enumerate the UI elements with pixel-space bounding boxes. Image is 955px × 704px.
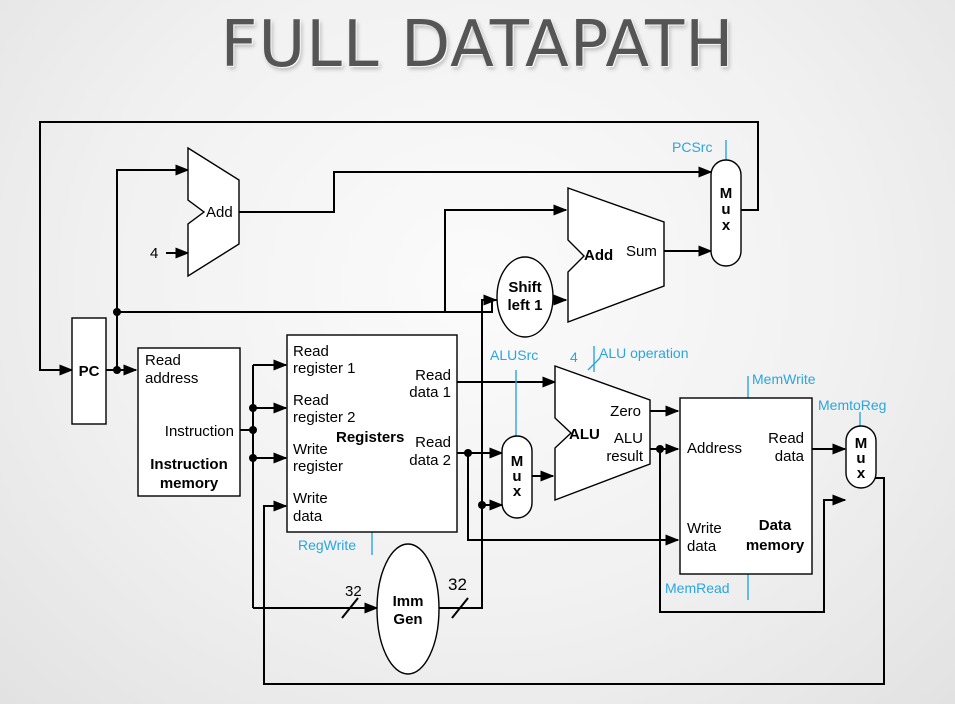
- pc-register: [71, 317, 107, 425]
- wire-pc-feedback: [39, 121, 759, 376]
- slide-title: FULL DATAPATH: [220, 8, 735, 82]
- immgen-label-1: Imm: [393, 593, 424, 610]
- mux-letter: x: [513, 483, 522, 500]
- wire-imm-to-shift: [481, 294, 498, 505]
- mux-letter: M: [511, 453, 524, 470]
- alu-zero-label: Zero: [610, 403, 641, 420]
- shift-label-2: left 1: [507, 297, 542, 314]
- imem-instruction-label: Instruction: [165, 423, 234, 440]
- reg-rr2-1: Read: [293, 392, 329, 409]
- slash-imm-out: [451, 597, 469, 619]
- reg-wd-1: Write: [293, 490, 328, 507]
- mux-letter: x: [857, 465, 866, 482]
- mux-letter: u: [856, 450, 865, 467]
- registers-name: Registers: [336, 429, 404, 446]
- mux-letter: u: [512, 468, 521, 485]
- reg-wr-2: register: [293, 458, 343, 475]
- mux-letter: M: [720, 185, 733, 202]
- junction: [249, 404, 257, 412]
- wire-shift-to-add: [444, 204, 568, 312]
- imem-name-1: Instruction: [150, 456, 228, 473]
- reg-rd1-1: Read: [415, 367, 451, 384]
- reg-wd-2: data: [293, 508, 323, 525]
- reg-rr2-2: register 2: [293, 409, 356, 426]
- immgen-label-2: Gen: [393, 611, 422, 628]
- alu-result-label-2: result: [606, 448, 644, 465]
- junction: [656, 445, 664, 453]
- mux-letter: M: [855, 435, 868, 452]
- junction-dots: [113, 308, 664, 509]
- alu-operation-label: ALU operation: [599, 345, 689, 361]
- regwrite-label: RegWrite: [298, 537, 356, 553]
- wire-pc-to-adder: [116, 164, 190, 370]
- reg-rr1-1: Read: [293, 343, 329, 360]
- reg-rr1-2: register 1: [293, 360, 356, 377]
- imem-address-label: address: [145, 370, 198, 387]
- pcsrc-label: PCSrc: [672, 139, 712, 155]
- dmem-read-2: data: [775, 448, 805, 465]
- junction: [464, 449, 472, 457]
- alu: [554, 365, 651, 502]
- aluop-bits-label: 4: [570, 349, 578, 365]
- slash-imm-in: [341, 597, 359, 619]
- pcsrc-mux: [710, 159, 742, 267]
- alusrc-mux: [501, 435, 533, 519]
- dmem-name-1: Data: [759, 517, 792, 534]
- imem-read-label: Read: [145, 352, 181, 369]
- dmem-read-1: Read: [768, 430, 804, 447]
- alu-name: ALU: [569, 426, 600, 443]
- wire-alu-bypass: [659, 449, 847, 613]
- wire-add-to-pcmux: [239, 166, 713, 213]
- imem-name-2: memory: [160, 475, 219, 492]
- junction: [249, 426, 257, 434]
- reg-rd2-1: Read: [415, 434, 451, 451]
- shift-left-unit: [496, 256, 554, 338]
- slash-aluop: [587, 357, 601, 371]
- memtoreg-mux: [845, 425, 877, 489]
- branch-adder: [567, 187, 665, 324]
- mux-letter: x: [722, 217, 731, 234]
- pc-label: PC: [79, 363, 100, 380]
- junction: [113, 308, 121, 316]
- dmem-name-2: memory: [746, 537, 805, 554]
- dmem-address-label: Address: [687, 440, 742, 457]
- imm-gen: [376, 543, 440, 675]
- control-wires: [371, 140, 861, 600]
- reg-rd2-2: data 2: [409, 452, 451, 469]
- junction: [249, 454, 257, 462]
- alusrc-label: ALUSrc: [490, 347, 538, 363]
- register-file: [286, 334, 458, 533]
- data-memory: [679, 397, 813, 575]
- junction: [478, 501, 486, 509]
- memtoreg-label: MemtoReg: [818, 397, 886, 413]
- memread-label: MemRead: [665, 580, 730, 596]
- reg-wr-1: Write: [293, 441, 328, 458]
- imm-in-width: 32: [345, 583, 362, 600]
- wire-rd2-to-memwrite: [467, 453, 680, 546]
- dmem-write-1: Write: [687, 520, 722, 537]
- dmem-write-2: data: [687, 538, 717, 555]
- memwrite-label: MemWrite: [752, 371, 816, 387]
- alu-result-label-1: ALU: [614, 430, 643, 447]
- sum-label: Sum: [626, 243, 657, 260]
- imm-out-width: 32: [448, 575, 467, 594]
- branch-adder-label: Add: [584, 247, 613, 264]
- mux-letter: u: [721, 201, 730, 218]
- instruction-memory: [137, 347, 241, 497]
- constant-four: 4: [150, 245, 158, 262]
- pc-adder-label: Add: [206, 204, 233, 221]
- wire-writeback: [263, 477, 885, 685]
- junction: [113, 366, 121, 374]
- pc-adder: [187, 146, 240, 278]
- shift-label-1: Shift: [508, 279, 541, 296]
- reg-rd1-2: data 1: [409, 384, 451, 401]
